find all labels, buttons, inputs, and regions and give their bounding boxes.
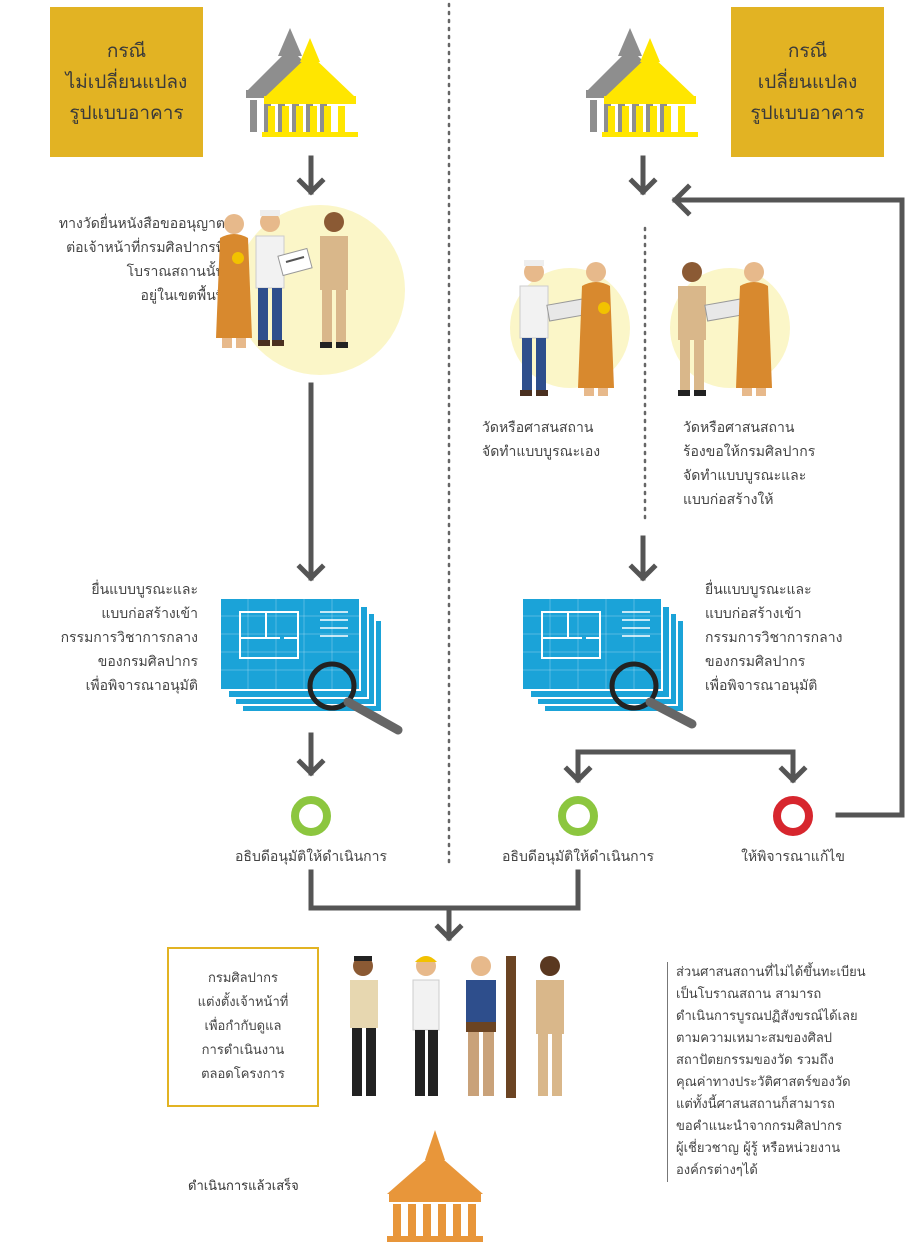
official-monk-illustration xyxy=(678,262,772,396)
officials-handover-illustration xyxy=(216,210,348,348)
completed-label: ดำเนินการแล้วเสร็จ xyxy=(188,1179,299,1194)
unregistered-note: ส่วนศาสนสถานที่ไม่ได้ขึ้นทะเบียน เป็นโบร… xyxy=(667,962,905,1182)
right-revise-label: ให้พิจารณาแก้ไข xyxy=(741,849,845,865)
left-step2-text: ยื่นแบบบูรณะและ แบบก่อสร้างเข้า กรรมการว… xyxy=(60,582,198,694)
temple-icon xyxy=(586,28,698,137)
workers-illustration xyxy=(350,956,564,1098)
case-right-label: กรณี เปลี่ยนแปลง รูปแบบอาคาร xyxy=(731,7,884,157)
temple-icon xyxy=(246,28,358,137)
left-approve-label: อธิบดีอนุมัติให้ดำเนินการ xyxy=(234,849,388,865)
revise-circle-icon xyxy=(773,796,813,836)
left-step1-text: ทางวัดยื่นหนังสือขออนุญาต ต่อเจ้าหน้าที่… xyxy=(58,216,225,304)
right-option-a-text: วัดหรือศาสนสถาน จัดทำแบบบูรณะเอง xyxy=(482,420,601,460)
temple-icon xyxy=(387,1130,483,1242)
architect-monk-illustration xyxy=(519,260,614,396)
blueprint-magnifier-icon xyxy=(219,597,403,735)
supervision-note: กรมศิลปากร แต่งตั้งเจ้าหน้าที่ เพื่อกำกั… xyxy=(167,947,319,1107)
case-left-label: กรณี ไม่เปลี่ยนแปลง รูปแบบอาคาร xyxy=(50,7,203,157)
right-step2-text: ยื่นแบบบูรณะและ แบบก่อสร้างเข้า กรรมการว… xyxy=(705,582,843,694)
blueprint-magnifier-icon xyxy=(521,597,697,729)
approve-circle-icon xyxy=(291,796,331,836)
right-option-b-text: วัดหรือศาสนสถาน ร้องขอให้กรมศิลปากร จัดท… xyxy=(683,420,816,508)
right-approve-label: อธิบดีอนุมัติให้ดำเนินการ xyxy=(501,849,655,865)
approve-circle-icon xyxy=(558,796,598,836)
